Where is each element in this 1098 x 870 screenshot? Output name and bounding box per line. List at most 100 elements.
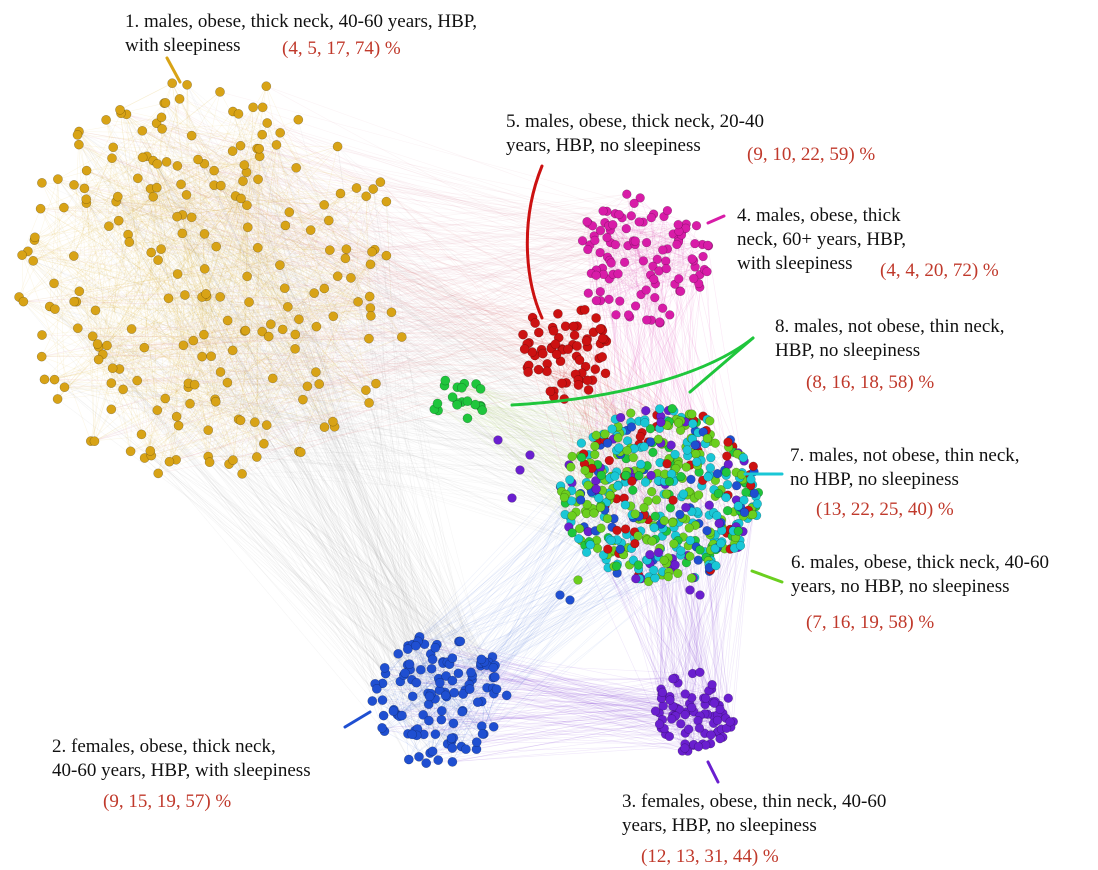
- network-edge: [144, 347, 177, 460]
- network-edge: [386, 201, 410, 665]
- network-edge: [635, 217, 652, 242]
- network-edge: [54, 379, 477, 750]
- network-edge: [41, 201, 117, 357]
- network-edge: [112, 147, 440, 691]
- network-edge: [150, 188, 630, 473]
- network-edge: [193, 122, 268, 341]
- network-edge: [429, 641, 460, 697]
- network-edge: [407, 711, 687, 735]
- network-edge: [97, 343, 273, 379]
- network-edge: [259, 156, 436, 735]
- network-edge: [472, 677, 675, 680]
- network-node: [53, 174, 63, 184]
- network-node: [49, 278, 59, 289]
- network-edge: [202, 296, 569, 350]
- network-edge: [258, 148, 373, 253]
- network-edge: [169, 107, 254, 462]
- network-edge: [248, 301, 473, 676]
- network-node: [620, 500, 630, 510]
- network-edge: [203, 334, 217, 402]
- network-edge: [315, 371, 494, 678]
- network-edge: [166, 161, 611, 231]
- network-node: [475, 384, 486, 394]
- network-edge: [161, 128, 408, 666]
- network-edge: [268, 328, 602, 337]
- network-edge: [259, 156, 338, 277]
- network-edge: [241, 227, 249, 474]
- network-edge: [137, 178, 430, 697]
- network-edge: [232, 419, 239, 461]
- network-edge: [401, 663, 444, 716]
- network-edge: [429, 444, 672, 754]
- network-edge: [560, 340, 587, 362]
- network-node: [650, 706, 661, 716]
- network-node: [648, 447, 658, 458]
- network-edge: [86, 202, 635, 533]
- cluster-4-label-line-1: 4. males, obese, thick: [737, 205, 901, 226]
- network-node: [153, 468, 164, 479]
- network-edge: [150, 249, 162, 451]
- network-edge: [295, 146, 338, 335]
- network-node: [430, 642, 441, 653]
- network-edge: [77, 134, 593, 227]
- network-node: [673, 219, 683, 230]
- network-edge: [108, 225, 178, 275]
- network-node: [591, 295, 602, 306]
- network-node: [673, 568, 683, 579]
- network-node: [185, 398, 195, 409]
- leader-line: [343, 710, 372, 729]
- network-edge: [435, 647, 662, 729]
- network-edge: [211, 356, 636, 579]
- network-edge: [279, 264, 483, 727]
- network-edge: [415, 645, 483, 735]
- network-edge: [86, 198, 346, 259]
- network-edge: [324, 228, 686, 289]
- network-edge: [41, 301, 359, 336]
- network-node: [653, 434, 664, 444]
- network-edge: [94, 172, 247, 442]
- network-edge: [582, 240, 656, 285]
- network-edge: [120, 113, 629, 246]
- network-edge: [144, 378, 273, 459]
- network-node: [328, 416, 338, 427]
- network-edge: [21, 254, 92, 442]
- network-edge: [166, 161, 744, 517]
- network-edge: [249, 301, 589, 391]
- network-node: [591, 313, 601, 323]
- network-edge: [677, 682, 718, 716]
- network-node: [537, 348, 548, 359]
- network-edge: [246, 167, 297, 277]
- network-node: [81, 194, 92, 205]
- network-edge: [215, 246, 439, 679]
- network-edge: [123, 269, 597, 390]
- network-edge: [680, 243, 696, 292]
- network-node: [668, 517, 678, 528]
- network-edge: [41, 182, 605, 440]
- network-edge: [127, 234, 446, 696]
- network-node: [146, 247, 157, 258]
- network-node: [706, 730, 716, 740]
- network-node: [115, 104, 125, 115]
- network-edge: [27, 251, 159, 261]
- network-edge: [298, 319, 383, 728]
- network-edge: [568, 526, 724, 714]
- network-edge: [63, 207, 311, 231]
- network-edge: [171, 83, 283, 330]
- network-node: [421, 758, 432, 768]
- network-edge: [90, 429, 209, 442]
- network-node: [242, 271, 252, 282]
- network-edge: [658, 556, 732, 728]
- network-node: [752, 499, 762, 509]
- network-edge: [186, 194, 494, 668]
- network-edge: [267, 122, 597, 319]
- network-node: [476, 654, 487, 665]
- network-edge: [98, 145, 241, 360]
- network-edge: [150, 450, 494, 669]
- leader-line: [688, 336, 755, 394]
- network-node: [628, 452, 638, 463]
- network-edge: [44, 296, 370, 380]
- network-node: [92, 339, 103, 349]
- network-edge: [157, 113, 239, 474]
- network-node: [695, 667, 705, 677]
- network-edge: [412, 644, 454, 724]
